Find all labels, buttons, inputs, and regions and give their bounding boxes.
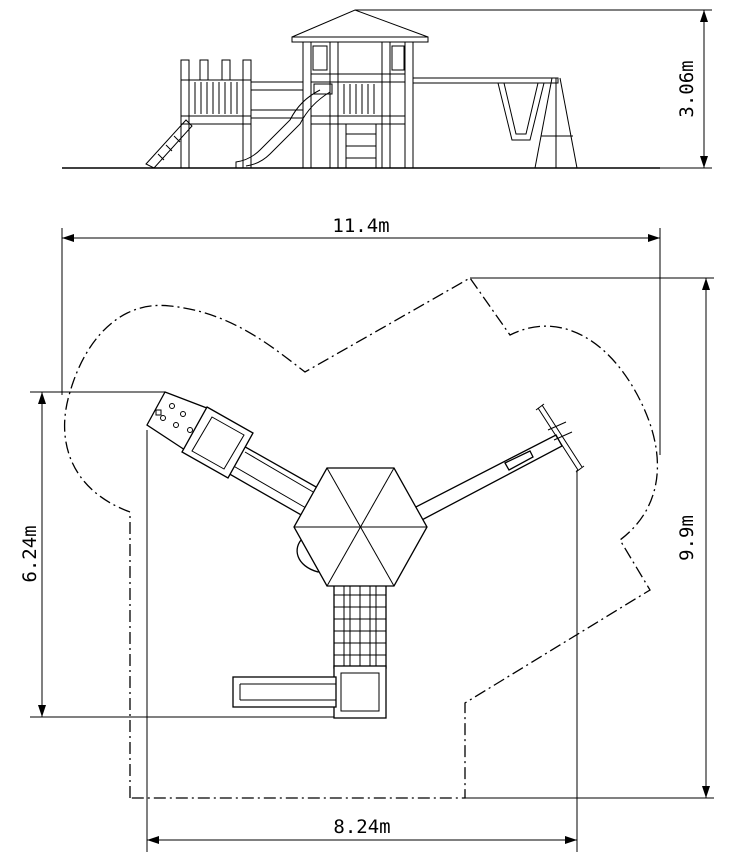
side-label: 6.24m (19, 525, 41, 582)
plan-left-tower (181, 406, 254, 479)
side-dimension: 6.24m (19, 391, 335, 718)
plan-slide (232, 676, 337, 708)
bridge (250, 81, 304, 119)
main-tower (291, 9, 429, 169)
plan-view: 11.4m 9.9m 6.24m 8.24m (19, 215, 714, 852)
height-label: 3.06m (676, 60, 698, 117)
slide-elevation (235, 83, 333, 168)
plan-swing-beam (409, 403, 585, 523)
bottom-dimension: 8.24m (146, 430, 578, 852)
plan-ladder (333, 582, 387, 669)
swing-elevation (412, 77, 578, 169)
left-tower (145, 59, 252, 169)
width-dimension: 11.4m (61, 215, 661, 455)
plan-bottom-tower (333, 665, 387, 719)
depth-label: 9.9m (676, 515, 698, 561)
plan-hex-roof (293, 467, 428, 587)
width-label: 11.4m (332, 215, 389, 237)
elevation-view: 3.06m (62, 9, 712, 169)
height-dimension: 3.06m (355, 9, 712, 169)
safety-zone-outline (63, 277, 659, 799)
depth-dimension: 9.9m (465, 277, 714, 799)
bottom-label: 8.24m (333, 816, 390, 838)
